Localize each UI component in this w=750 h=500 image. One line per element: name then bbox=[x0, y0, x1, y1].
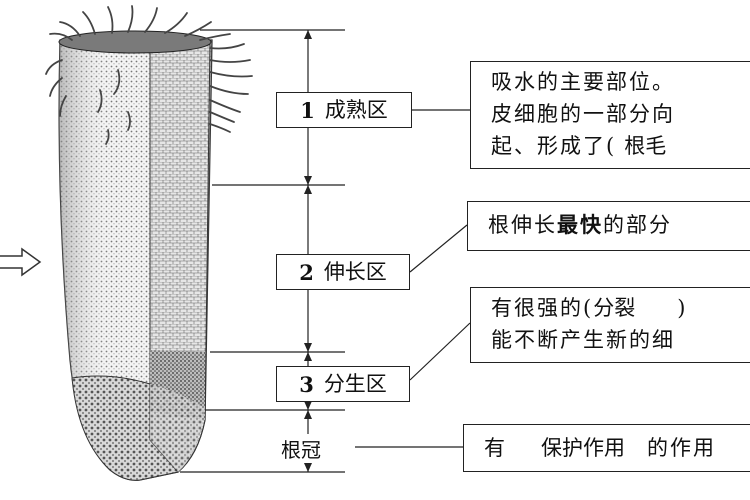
root-hair bbox=[82, 11, 96, 35]
dimension-arrowheads bbox=[304, 30, 312, 472]
note-text: 的作用 bbox=[647, 436, 716, 460]
note-text: 起、形成了( bbox=[491, 134, 617, 158]
root-hair bbox=[209, 43, 245, 50]
zone-name: 分生区 bbox=[323, 371, 387, 396]
zone-label-maturation: 1 成熟区 bbox=[276, 92, 412, 128]
note-line: 有 保护作用的作用 bbox=[484, 430, 750, 466]
note-maturation: 吸水的主要部位。 皮细胞的一部分向 起、形成了( 根毛 bbox=[470, 61, 750, 169]
note-elongation: 根伸长最快的部分 bbox=[467, 201, 750, 251]
root-hair bbox=[113, 69, 121, 95]
zone-number: 3 bbox=[299, 371, 314, 397]
zone-number: 2 bbox=[299, 259, 314, 285]
connector-lines bbox=[355, 109, 471, 448]
note-line: 根伸长最快的部分 bbox=[488, 207, 750, 243]
view-arrow-icon bbox=[0, 247, 42, 277]
root-hair bbox=[127, 111, 131, 131]
note-meristem: 有很强的(分裂) 能不断产生新的细 bbox=[470, 287, 750, 363]
note-answer: 根毛 bbox=[624, 134, 667, 158]
zone-number: 1 bbox=[300, 97, 315, 123]
note-text: ) bbox=[677, 296, 688, 320]
note-rootcap: 有 保护作用的作用 bbox=[463, 424, 750, 472]
root-hair bbox=[97, 89, 103, 113]
root-hair bbox=[209, 123, 231, 133]
root-cap-label: 根冠 bbox=[278, 434, 324, 463]
zone-label-elongation: 2 伸长区 bbox=[276, 254, 410, 290]
root-hair bbox=[209, 85, 249, 95]
note-text: 根伸长 bbox=[488, 213, 557, 237]
root-hair bbox=[49, 32, 73, 41]
root-hair bbox=[209, 71, 253, 78]
note-line: 皮细胞的一部分向 bbox=[491, 102, 675, 126]
note-line: 起、形成了( 根毛 bbox=[491, 130, 750, 162]
root-hair bbox=[144, 7, 158, 33]
root-hair bbox=[59, 21, 81, 37]
root-hair bbox=[59, 95, 67, 117]
zone-name: 成熟区 bbox=[324, 97, 388, 122]
note-line: 吸水的主要部位。 bbox=[491, 70, 675, 94]
root-hair bbox=[49, 77, 63, 97]
root-hair bbox=[209, 59, 251, 63]
zone-label-meristem: 3 分生区 bbox=[276, 366, 410, 402]
note-answer: 保护作用 bbox=[541, 436, 625, 460]
root-hair bbox=[199, 33, 231, 41]
note-line: 有很强的(分裂) bbox=[491, 292, 750, 324]
root-hair bbox=[184, 21, 212, 37]
note-answer: 分裂 bbox=[593, 296, 636, 320]
note-text-emphasis: 最快 bbox=[557, 212, 603, 237]
note-text: 有很强的( bbox=[491, 296, 594, 320]
root-hair bbox=[107, 6, 114, 34]
root-hair bbox=[164, 12, 188, 34]
root-body bbox=[58, 30, 213, 481]
root-hair bbox=[45, 59, 63, 75]
root-hair bbox=[209, 111, 235, 123]
note-text: 有 bbox=[484, 436, 507, 460]
root-hair bbox=[209, 99, 241, 113]
root-hair bbox=[127, 5, 134, 33]
root-hairs bbox=[45, 5, 253, 145]
note-line: 能不断产生新的细 bbox=[491, 328, 675, 352]
root-hair bbox=[105, 129, 110, 145]
zone-name: 伸长区 bbox=[323, 259, 387, 284]
note-text: 的部分 bbox=[603, 213, 672, 237]
